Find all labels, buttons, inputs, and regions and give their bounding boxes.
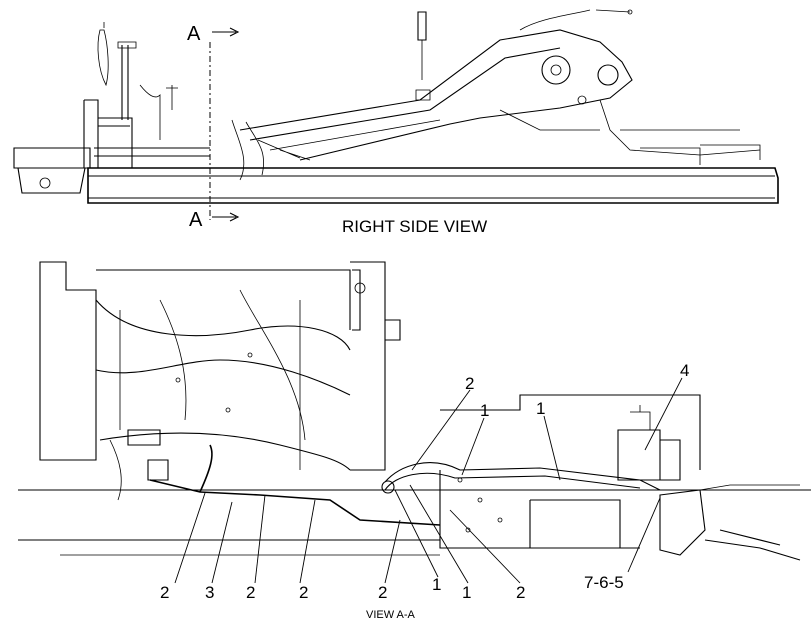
callout-label: 1 xyxy=(536,399,545,418)
callout-label: 2 xyxy=(516,583,525,602)
callout-label: 2 xyxy=(465,374,474,393)
callout-label: 2 xyxy=(246,583,255,602)
callout-label: 3 xyxy=(205,583,214,602)
view-a-a-title: VIEW A-A xyxy=(366,609,416,621)
section-marker-top: A xyxy=(187,23,201,45)
callout-label: 1 xyxy=(432,575,441,594)
callout-label: 4 xyxy=(680,361,689,380)
labels: A A RIGHT SIDE VIEW VIEW A-A 2 3 2 2 2 1… xyxy=(160,23,689,621)
leader-lines xyxy=(174,377,683,584)
right-side-view-title: RIGHT SIDE VIEW xyxy=(342,217,487,236)
callout-label: 1 xyxy=(462,583,471,602)
right-side-view-drawing xyxy=(13,9,779,222)
callout-label: 2 xyxy=(378,583,387,602)
callout-label: 2 xyxy=(299,583,308,602)
view-a-a-drawing xyxy=(18,261,811,561)
callout-label: 2 xyxy=(160,583,169,602)
callout-label: 7-6-5 xyxy=(584,573,624,592)
callout-label: 1 xyxy=(480,401,489,420)
section-marker-bottom: A xyxy=(189,209,203,231)
